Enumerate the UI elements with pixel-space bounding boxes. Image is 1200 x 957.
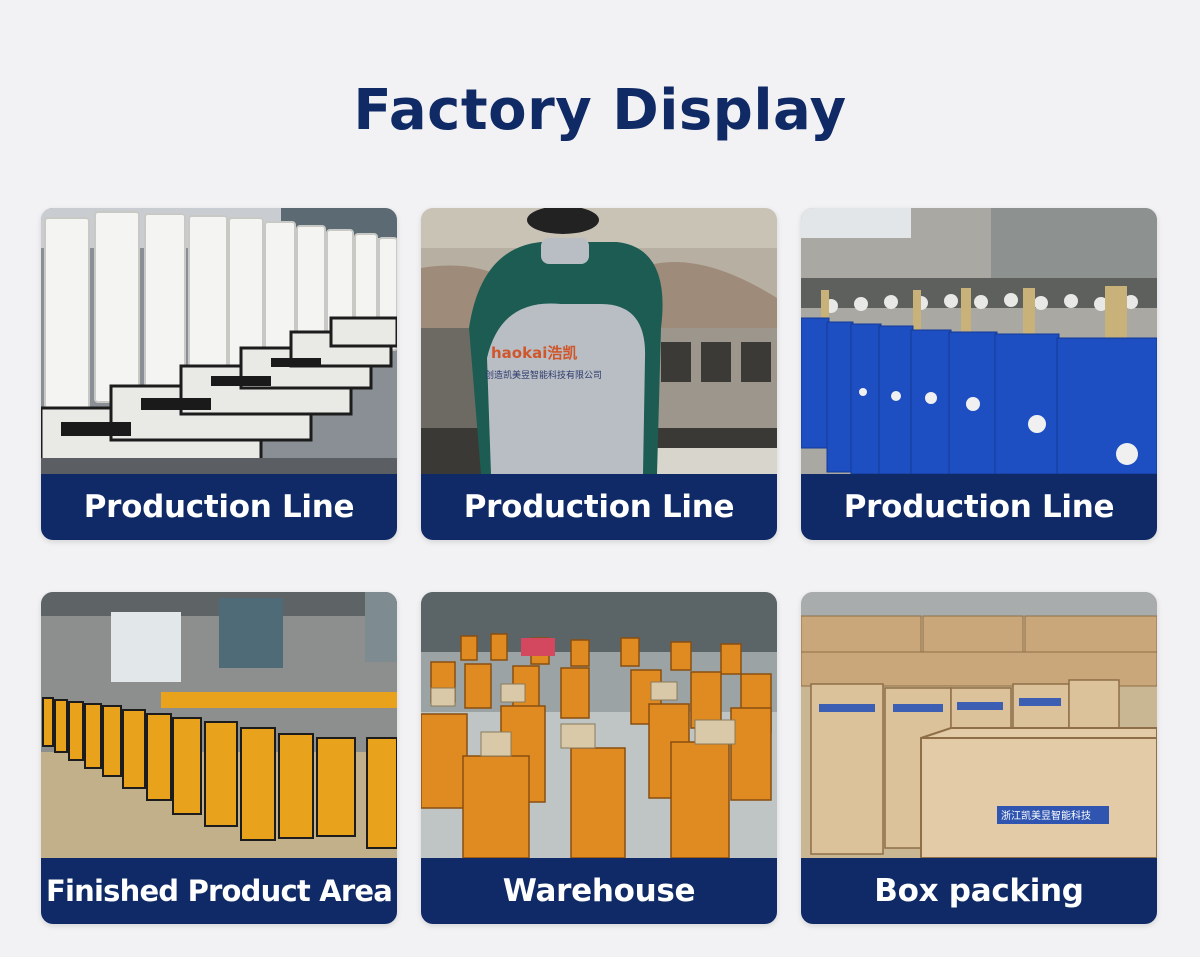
card-caption: Warehouse xyxy=(421,858,777,924)
photo-finished-products xyxy=(41,592,397,858)
uniform-logo: haokai浩凯 xyxy=(491,344,577,362)
photo-barrier-arms-assembly xyxy=(41,208,397,474)
box-label: 浙江凯美昱智能科技 xyxy=(1001,809,1091,822)
card-production-line-2[interactable]: haokai浩凯 创造凯美昱智能科技有限公司 Production Line xyxy=(421,208,777,540)
page-title: Factory Display xyxy=(353,78,847,143)
card-caption: Production Line xyxy=(421,474,777,540)
card-box-packing[interactable]: 浙江凯美昱智能科技 Box packing xyxy=(801,592,1157,924)
card-caption: Finished Product Area xyxy=(41,858,397,924)
photo-blue-cabinets xyxy=(801,208,1157,474)
card-production-line-3[interactable]: Production Line xyxy=(801,208,1157,540)
card-finished-product-area[interactable]: Finished Product Area xyxy=(41,592,397,924)
photo-warehouse xyxy=(421,592,777,858)
card-caption: Box packing xyxy=(801,858,1157,924)
card-warehouse[interactable]: Warehouse xyxy=(421,592,777,924)
photo-worker-at-press: haokai浩凯 创造凯美昱智能科技有限公司 xyxy=(421,208,777,474)
card-caption: Production Line xyxy=(41,474,397,540)
card-caption: Production Line xyxy=(801,474,1157,540)
uniform-text: 创造凯美昱智能科技有限公司 xyxy=(485,369,602,381)
photo-box-packing: 浙江凯美昱智能科技 xyxy=(801,592,1157,858)
card-production-line-1[interactable]: Production Line xyxy=(41,208,397,540)
